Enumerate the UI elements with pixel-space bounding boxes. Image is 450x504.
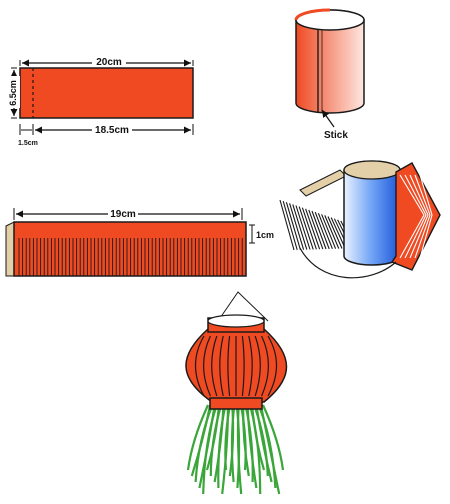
wrap-cut bbox=[314, 211, 330, 250]
step1-width-dimension: 20cm bbox=[19, 55, 194, 68]
wrap-cut bbox=[285, 202, 301, 250]
lantern-tassel bbox=[202, 404, 218, 495]
lantern-tassel bbox=[186, 404, 210, 471]
wrap-cut bbox=[327, 216, 343, 249]
lantern-slit bbox=[227, 335, 231, 397]
lantern-slit bbox=[219, 335, 224, 397]
step2-stick-label: Stick bbox=[324, 130, 348, 141]
lantern-tassel bbox=[217, 404, 227, 489]
step4-wrapping-illustration bbox=[279, 160, 441, 279]
lantern-slits bbox=[195, 335, 277, 397]
lantern-tassel bbox=[255, 404, 273, 483]
step3-fringe-strip bbox=[5, 221, 247, 277]
wrap-cut bbox=[305, 208, 321, 250]
lantern-tassel bbox=[242, 404, 250, 477]
step3-margin-label: 1cm bbox=[256, 230, 274, 240]
step3-margin-dimension: 1cm bbox=[249, 224, 274, 244]
step3-length-dimension: 19cm bbox=[13, 207, 243, 220]
lantern-tassel bbox=[194, 404, 214, 483]
wrap-cut bbox=[317, 212, 333, 250]
lantern-tassel bbox=[230, 404, 236, 483]
lantern-slit bbox=[211, 335, 218, 397]
step5-finished-lantern bbox=[185, 291, 288, 495]
wrap-chevron bbox=[399, 174, 425, 259]
wrap-chevron bbox=[414, 174, 431, 259]
step3-fringe-cuts bbox=[18, 238, 243, 276]
lantern-tassel bbox=[246, 404, 258, 489]
lantern-tassels bbox=[186, 404, 285, 495]
step1-margin-label: 1.5cm bbox=[18, 140, 38, 147]
lantern-tassel bbox=[236, 404, 243, 495]
wrap-cut bbox=[330, 217, 346, 249]
wrap-cut bbox=[282, 200, 298, 251]
lantern-slit bbox=[261, 335, 269, 397]
wrap-cut bbox=[321, 214, 337, 249]
step4-wrap-right-cuts bbox=[399, 174, 433, 259]
wrap-cut bbox=[311, 210, 327, 250]
lantern-slit bbox=[241, 335, 245, 397]
wrap-chevron bbox=[419, 174, 433, 259]
lantern-slit bbox=[195, 335, 205, 397]
step1-height-dimension: 6.5cm bbox=[6, 67, 20, 119]
step1-inner-label: 18.5cm bbox=[95, 125, 129, 136]
wrap-cut bbox=[295, 205, 311, 250]
lantern-tassel bbox=[261, 404, 285, 471]
wrap-cut bbox=[324, 215, 340, 249]
step1-height-label: 6.5cm bbox=[8, 80, 18, 106]
lantern-tassel bbox=[224, 404, 232, 471]
lantern-slit bbox=[203, 335, 211, 397]
lantern-slit bbox=[248, 335, 253, 397]
wrap-cut bbox=[279, 199, 295, 251]
wrap-cut bbox=[292, 204, 308, 250]
step4-wrap-cuts bbox=[279, 199, 356, 251]
step1-inner-dimension: 18.5cm bbox=[32, 122, 194, 136]
lantern-slit bbox=[267, 335, 277, 397]
wrap-chevron bbox=[409, 174, 429, 259]
wrap-cut bbox=[289, 203, 305, 250]
lantern-tassel bbox=[209, 404, 223, 477]
wrap-cut bbox=[308, 209, 324, 250]
step1-width-label: 20cm bbox=[96, 57, 122, 68]
step1-paper-rectangle bbox=[19, 67, 194, 119]
wrap-chevron bbox=[404, 174, 427, 259]
lantern-tassel bbox=[250, 404, 266, 471]
wrap-cut bbox=[301, 207, 317, 250]
step2-rolled-tube bbox=[294, 8, 365, 114]
step2-stick-annotation: Stick bbox=[321, 109, 348, 141]
wrap-cut bbox=[298, 206, 314, 250]
step1-margin-dimension: 1.5cm bbox=[18, 124, 38, 147]
lantern-slit bbox=[254, 335, 261, 397]
lantern-tassel bbox=[259, 404, 281, 495]
step3-length-label: 19cm bbox=[110, 209, 136, 220]
